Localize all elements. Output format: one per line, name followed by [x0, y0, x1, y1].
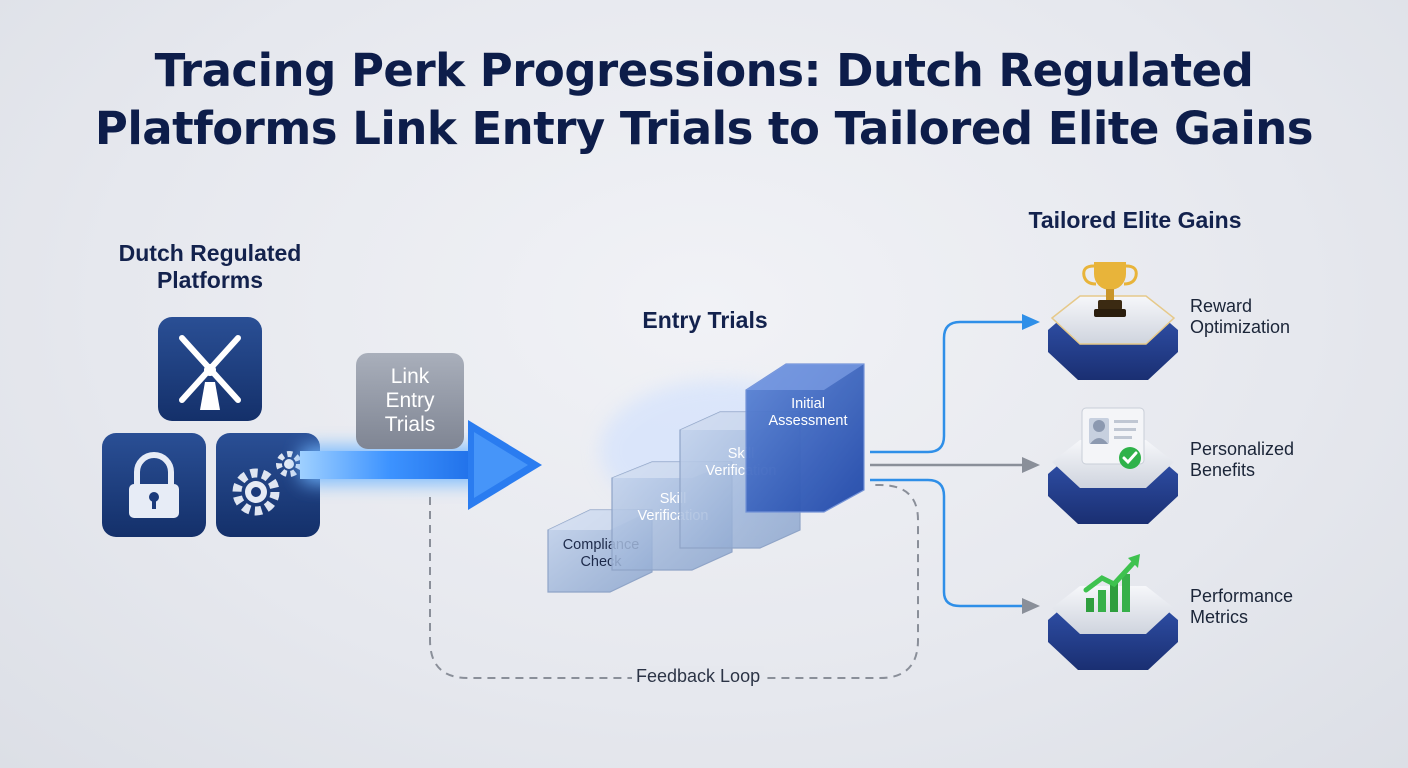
windmill-icon: [179, 335, 241, 410]
gears-icon: [232, 451, 302, 516]
entry-trials-heading: Entry Trials: [642, 307, 768, 333]
windmill-tile: [158, 317, 262, 421]
connector-benefits: [870, 457, 1040, 473]
trial-step-3-line-1: Initial: [791, 396, 825, 412]
link-arrow: [300, 420, 542, 510]
link-label-line-2: Entry: [385, 389, 435, 412]
trophy-icon: [1082, 262, 1138, 317]
link-label-line-3: Trials: [385, 413, 436, 436]
trial-step-3: Initial Assessment: [745, 363, 865, 513]
connector-metrics: [870, 478, 1040, 614]
feedback-loop-label: Feedback Loop: [632, 666, 765, 687]
growth-chart-icon: [1083, 554, 1140, 612]
gain-hex-2: [1048, 554, 1178, 670]
title-line-1: Tracing Perk Progressions: Dutch Regulat…: [154, 44, 1254, 97]
title-line-2: Platforms Link Entry Trials to Tailored …: [94, 102, 1314, 155]
padlock-icon: [129, 452, 179, 518]
gain-hex-0: [1048, 262, 1178, 380]
gain-label-metrics: Performance Metrics: [1190, 586, 1294, 627]
feedback-loop-path: [429, 484, 919, 679]
platforms-heading: Dutch Regulated Platforms: [118, 240, 302, 293]
page-title: Tracing Perk Progressions: Dutch Regulat…: [0, 42, 1408, 158]
link-label-line-1: Link: [391, 365, 430, 388]
gain-hex-1: [1048, 407, 1178, 524]
padlock-tile: [102, 433, 206, 537]
profile-check-icon: [1081, 407, 1145, 469]
gain-label-reward: Reward Optimization: [1190, 296, 1291, 337]
trial-step-3-line-2: Assessment: [769, 413, 848, 429]
gains-heading: Tailored Elite Gains: [1028, 207, 1242, 233]
gears-tile: [216, 433, 320, 537]
connector-reward: [870, 314, 1040, 454]
link-entry-trials-box: Link Entry Trials: [356, 353, 464, 449]
gain-label-benefits: Personalized Benefits: [1190, 439, 1295, 480]
